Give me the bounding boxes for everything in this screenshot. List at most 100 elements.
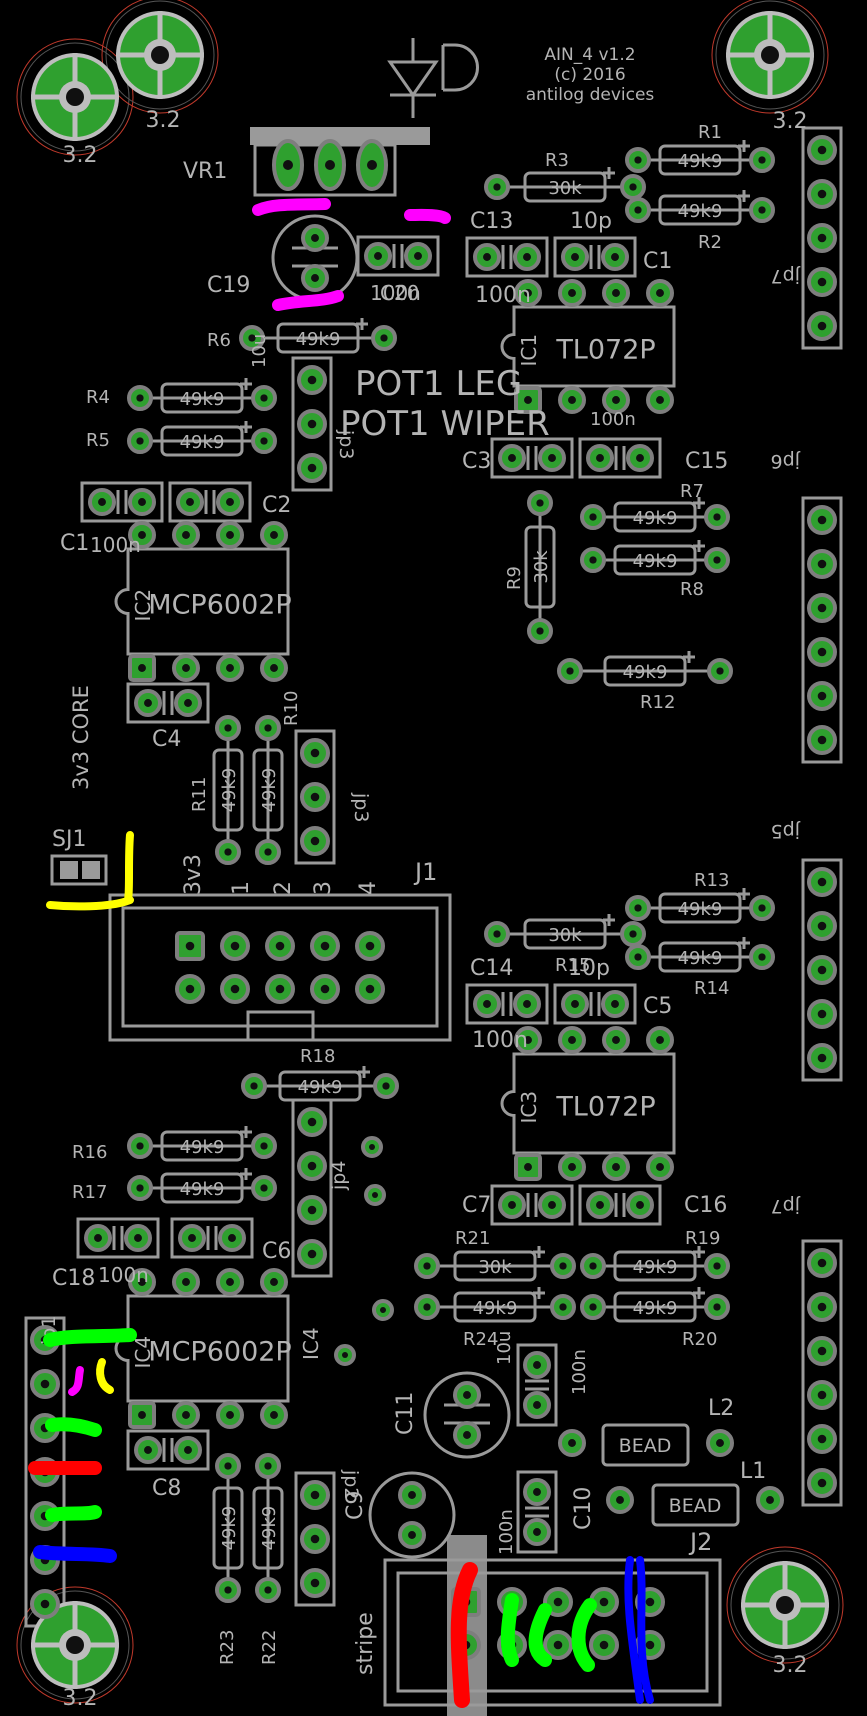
drill-hole (264, 1462, 272, 1470)
drill-hole (568, 1439, 576, 1447)
mounting-hole-drill (776, 1596, 794, 1614)
capacitor-outline (578, 437, 662, 479)
drill-hole (636, 1201, 644, 1209)
drill-hole (275, 941, 285, 951)
resistor-value: 49k9 (180, 432, 225, 453)
resistor-value: 49k9 (259, 768, 280, 813)
drill-hole (758, 156, 766, 164)
drill-hole (611, 1000, 619, 1008)
resistor-body (613, 1250, 697, 1282)
origin-cross (693, 497, 705, 509)
resistor-value: 49k9 (633, 1257, 678, 1278)
drill-hole (612, 1163, 620, 1171)
r19-ref: R19 (685, 1228, 720, 1249)
drill-hole (758, 953, 766, 961)
drill-hole (817, 1390, 827, 1400)
header-outline (291, 1098, 333, 1278)
drill-hole (382, 1082, 390, 1090)
resistor-body (613, 501, 697, 533)
stripe-label: stripe (353, 1612, 378, 1675)
capacitor-symbol (589, 245, 601, 269)
r15-ref: R15 (555, 955, 590, 976)
resistor-body (276, 322, 360, 354)
drill-hole (185, 984, 195, 994)
capacitor-outline (553, 983, 637, 1025)
resistor-body (160, 1130, 244, 1162)
hole-size-label: 3.2 (773, 109, 808, 134)
drill-hole (260, 394, 268, 402)
resistor-value: 49k9 (678, 151, 723, 172)
drill-hole (523, 253, 531, 261)
ic-reference: IC2 (131, 589, 155, 622)
drill-hole (817, 1346, 827, 1356)
drill-hole (380, 1307, 386, 1313)
drill-hole (524, 1163, 532, 1171)
cap-ref: C20 (380, 281, 419, 305)
cap-value: 100n (496, 1509, 517, 1555)
annotation-mark (45, 1417, 102, 1437)
drill-hole (656, 289, 664, 297)
ic-part-number: MCP6002P (148, 1337, 291, 1368)
drill-hole (508, 454, 516, 462)
drill-hole (182, 664, 190, 672)
r21-ref: R21 (455, 1228, 490, 1249)
drill-hole (423, 1262, 431, 1270)
c4-label: C4 (152, 727, 181, 752)
keepout-circle (711, 0, 829, 114)
drill-hole (264, 848, 272, 856)
board-title: AIN_4 v1.2 (544, 45, 635, 65)
j1-pin-label: 2 (271, 881, 296, 895)
solder-jumper-pad (60, 861, 78, 879)
r9-ref: R9 (504, 566, 525, 590)
drill-hole (568, 396, 576, 404)
drill-hole (817, 735, 827, 745)
resistor-value: 30k (548, 178, 582, 199)
capacitor-symbol (112, 1226, 124, 1250)
drill-hole (136, 1184, 144, 1192)
vr1-label: VR1 (183, 159, 227, 184)
pot-wiper-label: POT1 WIPER (340, 404, 550, 444)
origin-cross (693, 540, 705, 552)
drill-hole (40, 1379, 50, 1389)
drill-hole (766, 1496, 774, 1504)
drill-hole (571, 253, 579, 261)
annotation-mark (252, 198, 331, 216)
drill-hole (645, 1640, 655, 1650)
ic-outline (500, 305, 676, 388)
header-label: jp3 (350, 792, 372, 822)
bead-outline (601, 1423, 690, 1467)
drill-hole (369, 1144, 375, 1150)
drill-hole (414, 252, 422, 260)
drill-hole (310, 1490, 320, 1500)
regulator-tab (250, 127, 430, 145)
drill-hole (226, 1411, 234, 1419)
resistor-value: 49k9 (180, 1179, 225, 1200)
ic-part-number: MCP6002P (148, 590, 291, 621)
header-outline (801, 1239, 843, 1507)
drill-hole (310, 792, 320, 802)
drill-hole (636, 454, 644, 462)
capacitor-symbol (162, 691, 174, 715)
c19-label: C19 (207, 273, 250, 298)
drill-hole (758, 206, 766, 214)
hole-size-label: 3.2 (63, 143, 98, 168)
header-label: jp3 (335, 429, 357, 459)
resistor-value: 49k9 (633, 1298, 678, 1319)
annotation-marks-layer (28, 198, 654, 1708)
annotation-mark (571, 1598, 597, 1672)
drill-hole (589, 1262, 597, 1270)
drill-hole (493, 183, 501, 191)
capacitor-symbol (589, 992, 601, 1016)
capacitor-symbol (525, 1379, 549, 1391)
origin-cross (603, 914, 615, 926)
resistor-value: 49k9 (180, 389, 225, 410)
r4-ref: R4 (86, 387, 110, 408)
drill-hole (380, 334, 388, 342)
keepout-circle (730, 1550, 840, 1660)
drill-hole (283, 160, 293, 170)
origin-cross (693, 1287, 705, 1299)
drill-hole (310, 748, 320, 758)
drill-hole (230, 984, 240, 994)
mounting-hole-drill (66, 1636, 84, 1654)
r22-ref: R22 (259, 1630, 280, 1665)
